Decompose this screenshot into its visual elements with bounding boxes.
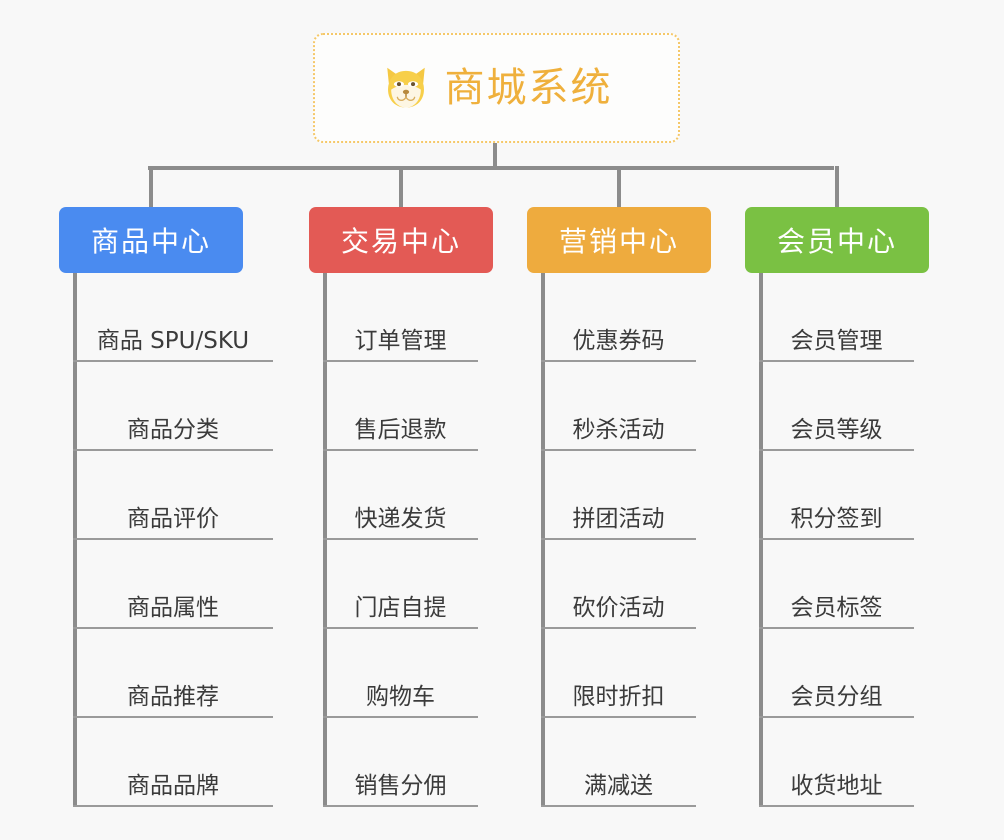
branch-spine xyxy=(759,273,763,807)
leaf-item[interactable]: 积分签到 xyxy=(759,451,914,540)
category-header-4[interactable]: 会员中心 xyxy=(745,207,929,273)
leaf-item-label: 订单管理 xyxy=(354,327,447,354)
leaf-item-label: 砍价活动 xyxy=(572,594,665,621)
category-header-1[interactable]: 商品中心 xyxy=(59,207,243,273)
leaf-item-label: 会员标签 xyxy=(790,594,883,621)
category-header-label: 营销中心 xyxy=(558,225,679,258)
category-header-label: 会员中心 xyxy=(776,225,897,258)
branch-4: 会员管理会员等级积分签到会员标签会员分组收货地址 xyxy=(759,273,914,807)
leaf-item[interactable]: 商品分类 xyxy=(73,362,273,451)
leaf-item[interactable]: 限时折扣 xyxy=(541,629,696,718)
leaf-item[interactable]: 会员标签 xyxy=(759,540,914,629)
leaf-item[interactable]: 商品推荐 xyxy=(73,629,273,718)
branch-spine xyxy=(541,273,545,807)
leaf-item-label: 门店自提 xyxy=(354,594,447,621)
leaf-item[interactable]: 会员等级 xyxy=(759,362,914,451)
leaf-item[interactable]: 购物车 xyxy=(323,629,478,718)
connector-drop-4 xyxy=(835,166,839,209)
leaf-item-label: 会员管理 xyxy=(790,327,883,354)
leaf-item-label: 商品 SPU/SKU xyxy=(96,327,250,354)
leaf-item-label: 商品推荐 xyxy=(127,683,219,710)
leaf-item-label: 满减送 xyxy=(584,772,653,799)
leaf-item-label: 商品评价 xyxy=(127,505,219,532)
leaf-item[interactable]: 收货地址 xyxy=(759,718,914,807)
leaf-item[interactable]: 销售分佣 xyxy=(323,718,478,807)
connector-drop-3 xyxy=(617,166,621,209)
leaf-item-label: 快递发货 xyxy=(354,505,447,532)
leaf-item-label: 售后退款 xyxy=(354,416,447,443)
leaf-item-label: 销售分佣 xyxy=(354,772,447,799)
leaf-item-label: 拼团活动 xyxy=(572,505,665,532)
branch-3: 优惠券码秒杀活动拼团活动砍价活动限时折扣满减送 xyxy=(541,273,696,807)
connector-horizontal-bus xyxy=(148,166,834,170)
leaf-item[interactable]: 商品 SPU/SKU xyxy=(73,273,273,362)
leaf-item-label: 限时折扣 xyxy=(572,683,665,710)
leaf-item[interactable]: 拼团活动 xyxy=(541,451,696,540)
leaf-item-label: 优惠券码 xyxy=(572,327,665,354)
connector-drop-1 xyxy=(149,166,153,209)
leaf-item[interactable]: 商品评价 xyxy=(73,451,273,540)
connector-drop-2 xyxy=(399,166,403,209)
connector-root-stem xyxy=(493,143,497,169)
leaf-item[interactable]: 门店自提 xyxy=(323,540,478,629)
leaf-item[interactable]: 商品品牌 xyxy=(73,718,273,807)
category-header-2[interactable]: 交易中心 xyxy=(309,207,493,273)
leaf-item-label: 收货地址 xyxy=(790,772,883,799)
leaf-item-label: 商品属性 xyxy=(127,594,219,621)
leaf-item-label: 会员等级 xyxy=(790,416,883,443)
branch-2: 订单管理售后退款快递发货门店自提购物车销售分佣 xyxy=(323,273,478,807)
leaf-item-label: 会员分组 xyxy=(790,683,883,710)
branch-1: 商品 SPU/SKU 商品分类商品评价商品属性商品推荐商品品牌 xyxy=(73,273,273,807)
category-header-label: 商品中心 xyxy=(90,225,211,258)
leaf-item[interactable]: 砍价活动 xyxy=(541,540,696,629)
category-header-label: 交易中心 xyxy=(340,225,461,258)
leaf-item[interactable]: 秒杀活动 xyxy=(541,362,696,451)
leaf-item[interactable]: 商品属性 xyxy=(73,540,273,629)
leaf-item[interactable]: 会员分组 xyxy=(759,629,914,718)
leaf-item-label: 秒杀活动 xyxy=(572,416,665,443)
leaf-item[interactable]: 优惠券码 xyxy=(541,273,696,362)
leaf-item[interactable]: 售后退款 xyxy=(323,362,478,451)
leaf-item-label: 购物车 xyxy=(366,683,435,710)
root-node[interactable]: 商城系统 xyxy=(313,33,680,143)
root-title: 商城系统 xyxy=(444,65,613,111)
leaf-item-label: 积分签到 xyxy=(790,505,883,532)
leaf-item[interactable]: 订单管理 xyxy=(323,273,478,362)
leaf-item[interactable]: 会员管理 xyxy=(759,273,914,362)
category-header-3[interactable]: 营销中心 xyxy=(527,207,711,273)
leaf-item[interactable]: 满减送 xyxy=(541,718,696,807)
branch-spine xyxy=(323,273,327,807)
shiba-dog-icon xyxy=(386,67,425,108)
branch-spine xyxy=(73,273,77,807)
leaf-item-label: 商品分类 xyxy=(127,416,219,443)
leaf-item-label: 商品品牌 xyxy=(127,772,219,799)
leaf-item[interactable]: 快递发货 xyxy=(323,451,478,540)
